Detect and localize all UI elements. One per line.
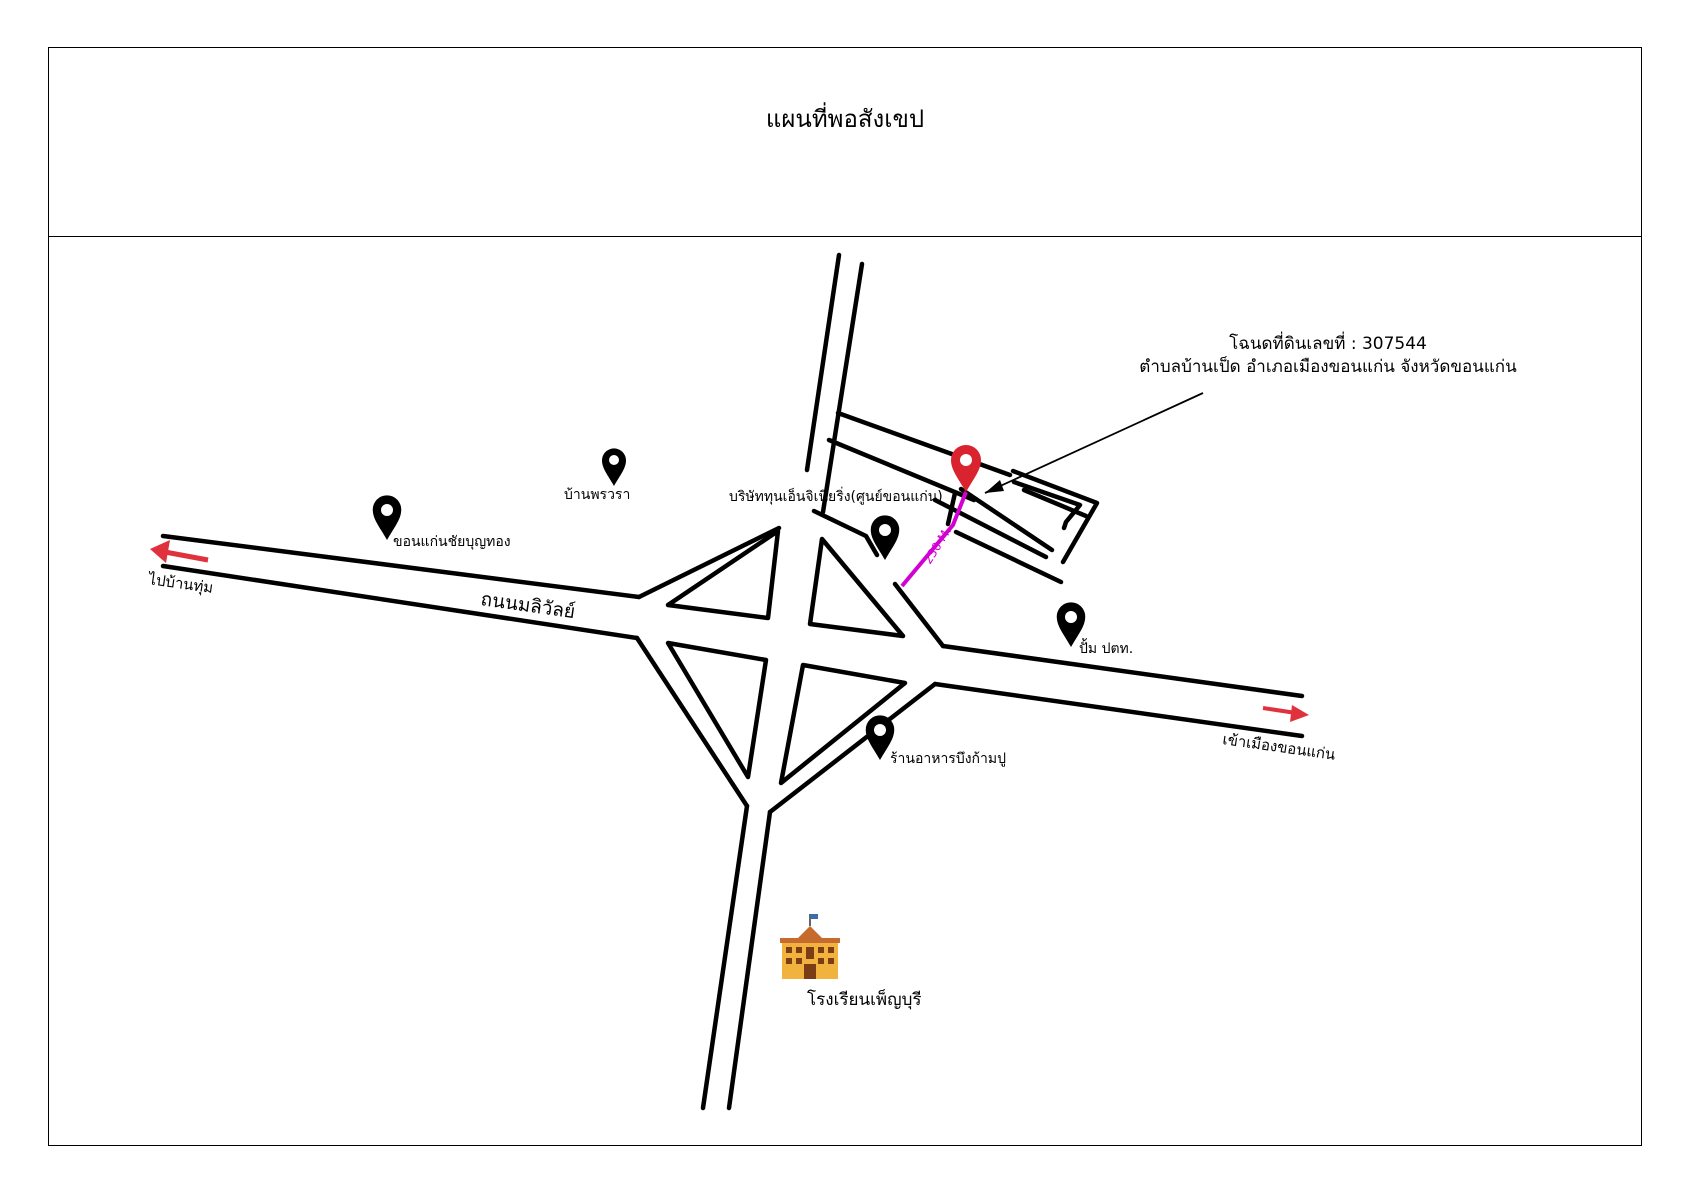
map-pin-icon <box>602 448 626 486</box>
arrow-west-icon <box>150 540 209 563</box>
place-label-khonkaen-chaibunthong: ขอนแก่นชัยบุญทอง <box>393 534 511 550</box>
map-pin-icon <box>870 515 900 560</box>
map-pin-icon <box>372 495 402 540</box>
place-label-restaurant: ร้านอาหารบึงก้ามปู <box>890 751 1006 767</box>
deed-number-label: โฉนดที่ดินเลขที่ : 307544 <box>1229 331 1427 354</box>
map-pin-icon <box>865 715 895 760</box>
distance-marker: 230 M. <box>900 491 968 588</box>
arrow-east-icon <box>1262 705 1309 722</box>
map-frame <box>48 47 1642 1146</box>
title-band: แผนที่พอสังเขป <box>48 47 1642 237</box>
target-location-pin-icon <box>951 445 981 492</box>
page-title: แผนที่พอสังเขป <box>765 105 925 133</box>
leader-line <box>984 392 1204 494</box>
deed-location-label: ตำบลบ้านเป็ด อำเภอเมืองขอนแก่น จังหวัดขอ… <box>1139 355 1517 377</box>
school-building-icon <box>780 914 840 979</box>
distance-label: 230 M. <box>921 524 955 566</box>
map-pin-icon <box>1056 602 1086 647</box>
road-network <box>160 252 1305 1111</box>
place-label-ptt-pump: ปั้ม ปตท. <box>1079 638 1133 657</box>
place-label-company: บริษัททุนเอ็นจิเนียริ่ง(ศูนย์ขอนแก่น) <box>729 487 943 505</box>
place-label-ban-phonrara: บ้านพรวรา <box>564 487 630 503</box>
direction-east-label: เข้าเมืองขอนแก่น <box>1221 730 1336 764</box>
place-label-school: โรงเรียนเพ็ญบุรี <box>807 988 922 1010</box>
